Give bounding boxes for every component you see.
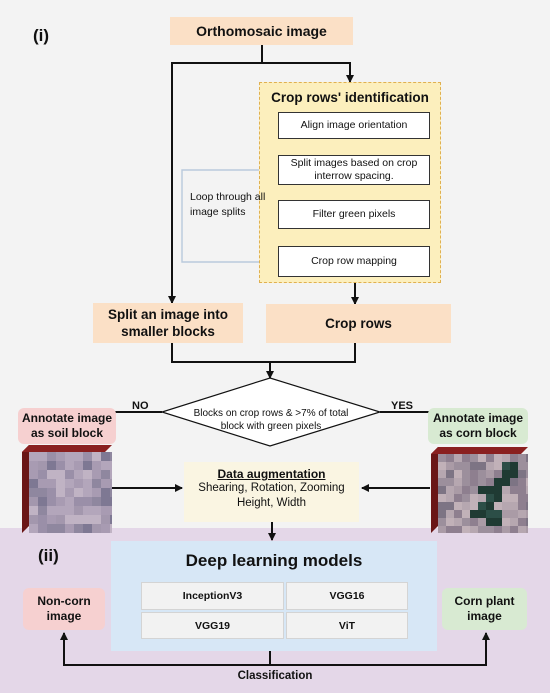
model-vit: ViT xyxy=(286,612,408,639)
model-inceptionv3: InceptionV3 xyxy=(141,582,284,610)
data-augmentation-box: Data augmentation Shearing, Rotation, Zo… xyxy=(184,462,359,522)
step-filter-green: Filter green pixels xyxy=(278,200,430,229)
step-align-orientation: Align image orientation xyxy=(278,112,430,139)
model-vgg16: VGG16 xyxy=(286,582,408,610)
augmentation-line-2: Height, Width xyxy=(236,497,307,509)
classification-bracket-right xyxy=(270,632,490,666)
deep-learning-title: Deep learning models xyxy=(185,551,363,570)
soil-block-image xyxy=(29,452,112,533)
soil-cube xyxy=(22,445,112,533)
orthomosaic-box: Orthomosaic image xyxy=(170,17,353,45)
panel-ii-label: (ii) xyxy=(38,546,59,565)
classification-label: Classification xyxy=(237,670,313,682)
corn-output: Corn plant image xyxy=(442,588,527,630)
augmentation-title: Data augmentation xyxy=(217,467,326,481)
augmentation-line-1: Shearing, Rotation, Zooming xyxy=(198,482,345,494)
arrow-ortho-to-crop-panel xyxy=(262,62,354,83)
no-label: NO xyxy=(132,400,149,412)
merge-split-blocks xyxy=(171,343,356,363)
non-corn-output: Non-corn image xyxy=(23,588,105,630)
loop-arrow xyxy=(181,166,278,263)
model-vgg19: VGG19 xyxy=(141,612,284,639)
decision-text: Blocks on crop rows & >7% of total block… xyxy=(193,408,349,432)
classification-bracket-left xyxy=(60,632,271,666)
arrow-ortho-to-split xyxy=(168,44,263,304)
yes-label: YES xyxy=(391,400,414,412)
corn-block-image xyxy=(438,454,528,533)
annotate-soil-label: Annotate image as soil block xyxy=(18,408,116,444)
loop-label: Loop through all image splits xyxy=(190,191,266,218)
panel-i-label: (i) xyxy=(33,26,50,45)
split-blocks-box: Split an image into smaller blocks xyxy=(93,303,243,343)
step-crop-row-mapping: Crop row mapping xyxy=(278,246,430,277)
crop-rows-box: Crop rows xyxy=(266,304,451,343)
crop-rows-identification-title: Crop rows' identification xyxy=(271,90,429,105)
corn-cube xyxy=(431,447,528,533)
step-split-images: Split images based on crop interrow spac… xyxy=(278,155,430,185)
annotate-corn-label: Annotate image as corn block xyxy=(428,408,528,444)
